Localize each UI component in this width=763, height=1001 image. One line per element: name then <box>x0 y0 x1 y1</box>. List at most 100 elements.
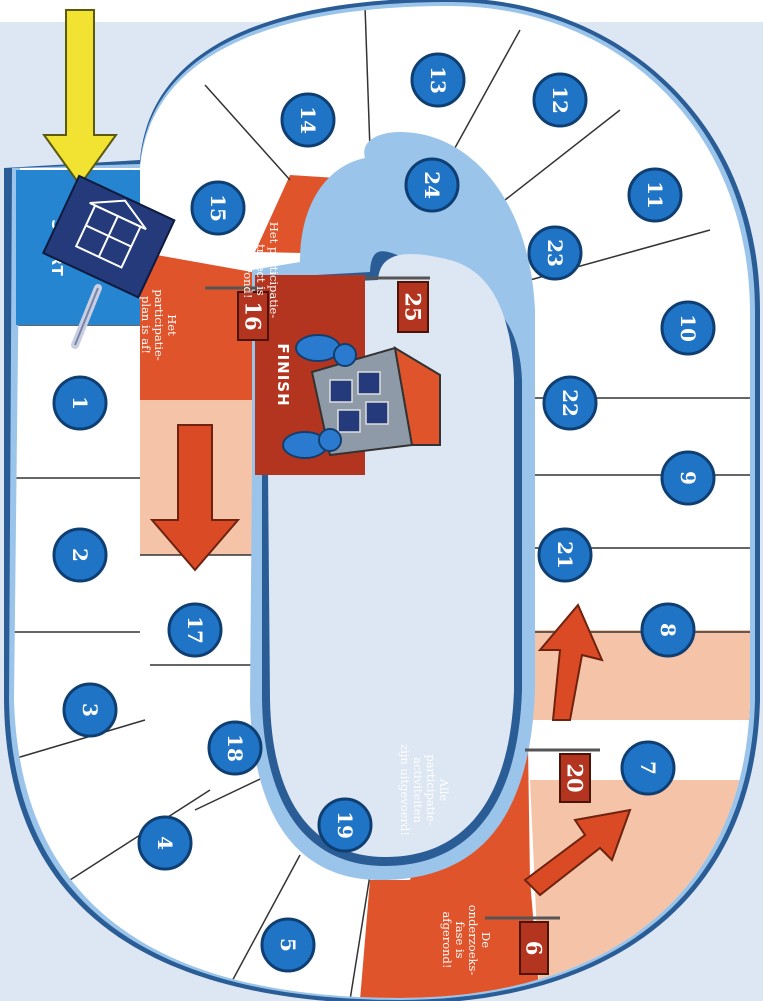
square-circle <box>620 740 676 796</box>
finish-label: FINISH <box>274 343 292 406</box>
square-circle <box>527 225 583 281</box>
orange-arrow-icon <box>523 808 632 897</box>
milestone-20-text: Alleparticipatie-activiteitenzijn uitgev… <box>398 744 451 836</box>
blueprint-house-icon <box>41 174 176 299</box>
square-circle <box>404 157 460 213</box>
square-circle <box>640 602 696 658</box>
square-circle <box>537 527 593 583</box>
square-number: 4 <box>153 836 177 850</box>
milestone-text-line: plan is af! <box>139 296 153 354</box>
square-circle <box>280 92 336 148</box>
flag-banner <box>237 291 269 341</box>
milestone-text-line: fase is <box>453 921 467 958</box>
square-circle <box>542 375 598 431</box>
square-number: 21 <box>553 541 577 569</box>
milestone-number: 20 <box>563 763 588 792</box>
flag-icon: 16 <box>205 286 269 341</box>
square-circle <box>207 720 263 776</box>
square-number: 8 <box>656 623 680 637</box>
square-number: 3 <box>78 703 102 717</box>
milestone-text-line: Het <box>165 314 179 336</box>
square-10: 10 <box>660 300 716 356</box>
milestone-6-text: Deonderzoeks-fase isafgerond! <box>440 905 493 976</box>
square-circle <box>627 167 683 223</box>
milestone-text-line: participatie- <box>424 754 438 825</box>
flag-icon: 6 <box>485 916 560 975</box>
square-2: 2 <box>52 527 108 583</box>
square-number: 24 <box>420 171 444 199</box>
square-circle <box>410 52 466 108</box>
milestone-text-line: afgerond! <box>241 241 255 298</box>
square-8: 8 <box>640 602 696 658</box>
square-14: 14 <box>280 92 336 148</box>
milestone-25-text: Het participatie-traject isafgerond! <box>241 222 281 319</box>
milestone-text-line: afgerond! <box>440 911 454 968</box>
square-1: 1 <box>52 375 108 431</box>
square-4: 4 <box>137 815 193 871</box>
square-18: 18 <box>207 720 263 776</box>
square-circle <box>190 180 246 236</box>
square-number: 9 <box>676 471 700 485</box>
milestone-number: 16 <box>241 301 266 330</box>
square-5: 5 <box>260 917 316 973</box>
flag-icon: 20 <box>525 748 600 803</box>
square-7: 7 <box>620 740 676 796</box>
yellow-arrow-icon <box>42 9 118 187</box>
square-22: 22 <box>542 375 598 431</box>
square-12: 12 <box>532 72 588 128</box>
square-circle <box>62 682 118 738</box>
milestone-text-line: Het participatie- <box>267 222 281 319</box>
square-number: 18 <box>223 734 247 762</box>
square-number: 7 <box>636 761 660 775</box>
milestone-text-line: activiteiten <box>411 757 425 823</box>
flag-banner <box>519 921 549 975</box>
square-circle <box>167 602 223 658</box>
orange-arrow-icon <box>537 603 604 721</box>
orange-arrow-icon <box>149 424 241 572</box>
square-circle <box>532 72 588 128</box>
pawn-icon <box>282 428 342 459</box>
milestone-16-text: Hetparticipatie-plan is af! <box>139 289 179 360</box>
square-circle <box>52 375 108 431</box>
square-number: 10 <box>676 314 700 342</box>
square-number: 22 <box>558 389 582 417</box>
square-24: 24 <box>404 157 460 213</box>
square-circle <box>260 917 316 973</box>
flag-icon: 25 <box>365 276 430 333</box>
milestone-text-line: onderzoeks- <box>466 905 480 976</box>
milestone-text-line: zijn uitgevoerd! <box>398 744 412 836</box>
square-number: 13 <box>426 66 450 94</box>
building-icon <box>310 346 441 457</box>
square-number: 14 <box>296 106 320 134</box>
square-circle <box>660 300 716 356</box>
pawn-icon <box>295 334 357 367</box>
square-23: 23 <box>527 225 583 281</box>
square-number: 17 <box>183 616 207 644</box>
square-circle <box>660 450 716 506</box>
square-number: 5 <box>276 938 300 952</box>
square-circle <box>52 527 108 583</box>
square-number: 15 <box>206 194 230 222</box>
milestone-text-line: traject is <box>254 244 268 296</box>
square-15: 15 <box>190 180 246 236</box>
square-9: 9 <box>660 450 716 506</box>
square-number: 2 <box>68 548 92 562</box>
milestone-number: 6 <box>522 941 547 956</box>
square-number: 23 <box>543 239 567 267</box>
pencil-icon <box>71 284 102 349</box>
milestone-text-line: participatie- <box>152 289 166 360</box>
flag-banner <box>559 753 591 803</box>
square-21: 21 <box>537 527 593 583</box>
square-number: 11 <box>643 181 667 209</box>
square-3: 3 <box>62 682 118 738</box>
milestone-text-line: Alle <box>437 778 451 802</box>
square-number: 1 <box>68 396 92 410</box>
square-number: 12 <box>548 86 572 114</box>
square-17: 17 <box>167 602 223 658</box>
milestone-6-panel <box>360 880 540 998</box>
square-19: 19 <box>317 797 373 853</box>
square-11: 11 <box>627 167 683 223</box>
square-circle <box>317 797 373 853</box>
milestone-text-line: De <box>479 932 493 948</box>
